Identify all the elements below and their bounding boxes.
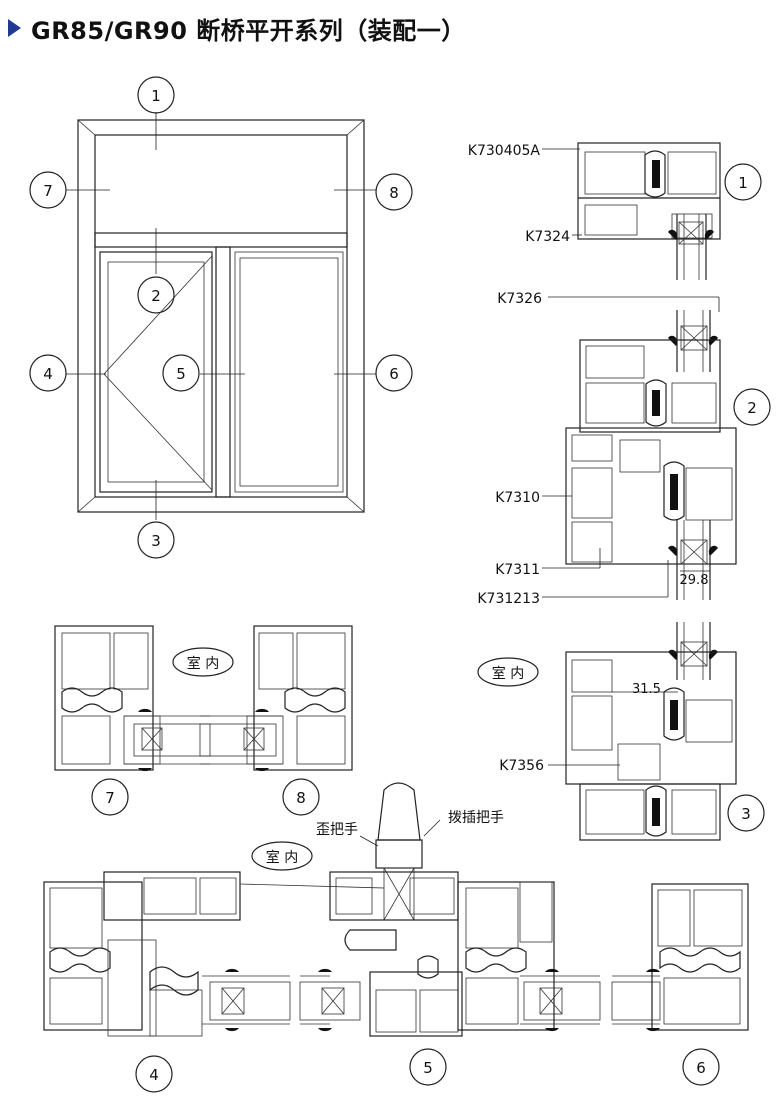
svg-text:2: 2 (151, 287, 161, 305)
svg-text:4: 4 (149, 1066, 159, 1084)
svg-text:3: 3 (151, 532, 161, 550)
section-7-detail (54, 625, 211, 772)
elevation-marker-3: 3 (137, 521, 175, 559)
svg-text:1: 1 (151, 87, 161, 105)
svg-text:4: 4 (43, 365, 53, 383)
svg-text:8: 8 (389, 184, 399, 202)
dimension-29-8: 29.8 (680, 573, 709, 588)
label-k7356: K7356 (499, 758, 544, 774)
svg-text:5: 5 (423, 1059, 433, 1077)
svg-text:室 内: 室 内 (266, 849, 298, 866)
section-2-detail (542, 296, 737, 600)
interior-label-bottom: 室 内 (251, 841, 313, 871)
elevation-marker-5: 5 (162, 354, 200, 392)
section-1-detail (542, 142, 721, 280)
svg-text:8: 8 (296, 789, 306, 807)
label-k7310: K7310 (495, 490, 540, 506)
title-arrow-icon (8, 19, 21, 37)
transom (94, 232, 348, 248)
label-crooked-handle: 歪把手 (316, 822, 358, 838)
section-marker-1: 1 (724, 163, 762, 201)
mullion (215, 246, 231, 498)
interior-label-top: 室 内 (172, 647, 234, 677)
section-marker-2: 2 (733, 388, 771, 426)
elevation-marker-4: 4 (29, 354, 67, 392)
page-title: GR85/GR90 断桥平开系列（装配一） (31, 16, 466, 45)
inner-frame (94, 134, 348, 498)
window-elevation (66, 112, 376, 520)
section-3-detail (548, 622, 737, 841)
elevation-marker-6: 6 (375, 354, 413, 392)
title-bar: GR85/GR90 断桥平开系列（装配一） (8, 10, 466, 46)
section-marker-8: 8 (282, 778, 320, 816)
svg-text:7: 7 (43, 182, 53, 200)
svg-text:5: 5 (176, 365, 186, 383)
label-plug-handle: 拨插把手 (448, 810, 504, 826)
svg-text:3: 3 (741, 805, 751, 823)
section-marker-7: 7 (91, 778, 129, 816)
label-k7311: K7311 (495, 562, 540, 578)
elevation-marker-7: 7 (29, 171, 67, 209)
svg-text:1: 1 (738, 174, 748, 192)
section-5-detail (299, 871, 601, 1037)
section-marker-4: 4 (135, 1055, 173, 1093)
svg-text:室 内: 室 内 (492, 665, 524, 682)
section-marker-3: 3 (727, 794, 765, 832)
dimension-31-5: 31.5 (632, 682, 661, 697)
elevation-marker-2: 2 (137, 276, 175, 314)
svg-text:6: 6 (389, 365, 399, 383)
label-k731213: K731213 (477, 591, 540, 607)
elevation-marker-1: 1 (137, 76, 175, 114)
section-5-handle (344, 782, 441, 951)
section-marker-5: 5 (409, 1048, 447, 1086)
svg-text:室 内: 室 内 (187, 655, 219, 672)
elevation-marker-8: 8 (375, 173, 413, 211)
svg-text:6: 6 (696, 1059, 706, 1077)
outer-frame (77, 119, 365, 513)
section-8-detail (199, 625, 353, 772)
label-k7324: K7324 (525, 229, 570, 245)
svg-text:2: 2 (747, 399, 757, 417)
svg-text:7: 7 (105, 789, 115, 807)
interior-label-right: 室 内 (477, 657, 539, 687)
section-4-detail (43, 871, 385, 1037)
section-6-detail (611, 883, 749, 1032)
section-marker-6: 6 (682, 1048, 720, 1086)
label-k730405a: K730405A (468, 143, 541, 159)
label-k7326: K7326 (497, 291, 542, 307)
